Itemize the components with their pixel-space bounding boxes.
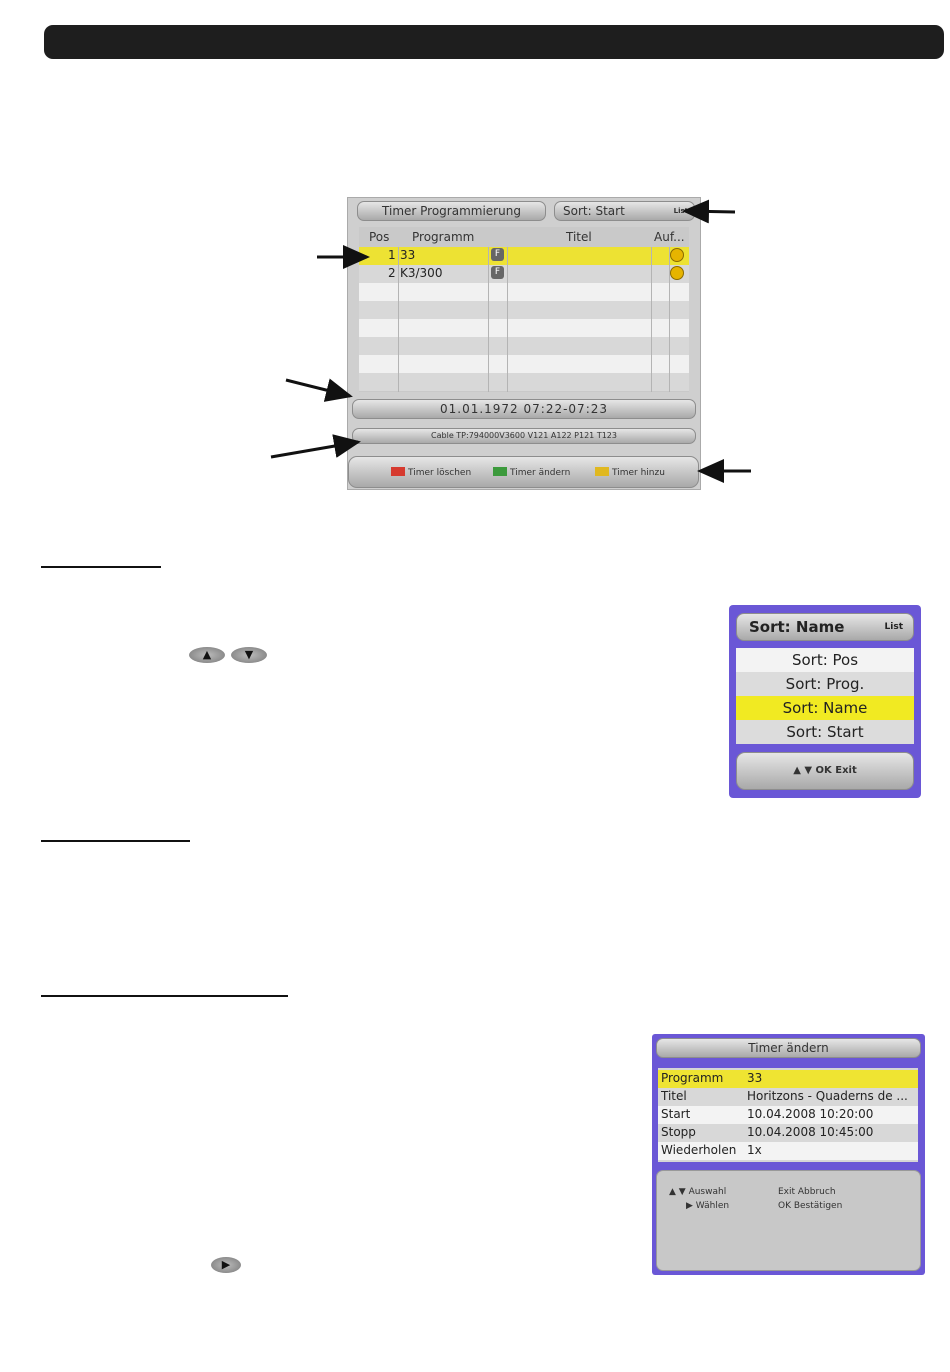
field-row-programm[interactable]: Programm 33 <box>658 1070 918 1088</box>
sort-button[interactable]: Sort: Start List <box>554 201 695 221</box>
fta-icon: F <box>491 248 504 261</box>
row-pos: 2 <box>388 266 396 280</box>
up-key-icon: ▲ <box>189 647 225 663</box>
edit-popup-hints: ▲ ▼ Auswahl ▶ Wählen Exit Abbruch OK Bes… <box>656 1170 921 1271</box>
column-divider <box>651 247 652 392</box>
arrow-date <box>285 378 353 402</box>
edit-fields-table: Programm 33 Titel Horitzons - Quaderns d… <box>658 1068 918 1162</box>
col-titel: Titel <box>566 230 592 244</box>
table-row <box>359 373 689 391</box>
sort-option-name[interactable]: Sort: Name <box>736 696 914 720</box>
red-key-icon <box>391 467 405 476</box>
timer-edit-label: Timer ändern <box>510 468 571 478</box>
column-divider <box>488 247 489 392</box>
row-programm: K3/300 <box>400 266 443 280</box>
column-divider <box>398 247 399 392</box>
yellow-key-icon <box>595 467 609 476</box>
down-key-icon: ▼ <box>231 647 267 663</box>
sort-label: Sort: Start <box>563 204 625 218</box>
section-heading-underline <box>41 566 161 568</box>
table-row <box>359 301 689 319</box>
section-heading-underline <box>41 840 190 842</box>
table-header: Pos Programm Titel Auf... <box>359 227 689 247</box>
hint-auswahl: ▲ ▼ Auswahl <box>669 1187 727 1197</box>
table-row[interactable]: 1 33 F <box>359 247 689 265</box>
column-divider <box>507 247 508 392</box>
field-row-titel[interactable]: Titel Horitzons - Quaderns de ... <box>658 1088 918 1106</box>
page-header-bar <box>44 25 944 59</box>
section-heading-underline <box>41 995 288 997</box>
table-row <box>359 283 689 301</box>
edit-popup-title: Timer ändern <box>656 1038 921 1058</box>
timer-table: Pos Programm Titel Auf... 1 33 F 2 K3/30… <box>359 227 689 392</box>
col-programm: Programm <box>412 230 475 244</box>
timer-delete-button[interactable]: Timer löschen <box>391 464 471 482</box>
screen-title: Timer Programmierung <box>357 201 546 221</box>
table-row <box>359 319 689 337</box>
row-programm: 33 <box>400 248 416 262</box>
sort-popup-footer: ▲ ▼ OK Exit <box>736 752 914 790</box>
sort-option-start[interactable]: Sort: Start <box>786 723 864 741</box>
timer-edit-popup: Timer ändern Programm 33 Titel Horitzons… <box>652 1034 925 1275</box>
timer-add-button[interactable]: Timer hinzu <box>595 464 665 482</box>
field-row-start[interactable]: Start 10.04.2008 10:20:00 <box>658 1106 918 1124</box>
col-pos: Pos <box>369 230 390 244</box>
timer-add-label: Timer hinzu <box>612 468 665 478</box>
timer-delete-label: Timer löschen <box>408 468 472 478</box>
hint-waehlen: ▶ Wählen <box>686 1201 730 1211</box>
column-divider <box>669 247 670 392</box>
sort-popup: Sort: Name List Sort: Pos Sort: Prog. So… <box>729 605 921 798</box>
table-row <box>359 355 689 373</box>
date-range-bar: 01.01.1972 07:22-07:23 <box>352 399 696 419</box>
color-button-bar: Timer löschen Timer ändern Timer hinzu <box>348 456 699 488</box>
row-pos: 1 <box>388 248 396 262</box>
sort-option-pos[interactable]: Sort: Pos <box>736 648 914 672</box>
annotation-arrows <box>270 199 751 483</box>
record-icon <box>670 248 684 262</box>
hint-bestaetigen: OK Bestätigen <box>778 1201 843 1211</box>
sort-options-list: Sort: Pos Sort: Prog. Sort: Name Sort: S… <box>736 648 914 744</box>
list-badge: List <box>884 622 903 632</box>
sort-option-prog[interactable]: Sort: Prog. <box>785 675 865 693</box>
timer-edit-button[interactable]: Timer ändern <box>493 464 570 482</box>
col-auf: Auf... <box>654 230 685 244</box>
right-key-icon: ▶ <box>211 1257 241 1273</box>
field-row-stopp[interactable]: Stopp 10.04.2008 10:45:00 <box>658 1124 918 1142</box>
table-row[interactable]: 2 K3/300 F <box>359 265 689 283</box>
arrow-sort <box>682 199 736 224</box>
hint-abbruch: Exit Abbruch <box>778 1187 836 1197</box>
timer-list-screen: Timer Programmierung Sort: Start List Po… <box>347 197 701 490</box>
field-row-wiederholen[interactable]: Wiederholen 1x <box>658 1142 918 1160</box>
fta-icon: F <box>491 266 504 279</box>
green-key-icon <box>493 467 507 476</box>
table-row <box>359 337 689 355</box>
list-badge: List <box>673 207 688 215</box>
arrow-cable <box>270 434 361 459</box>
sort-popup-header: Sort: Name List <box>736 613 914 641</box>
record-icon <box>670 266 684 280</box>
